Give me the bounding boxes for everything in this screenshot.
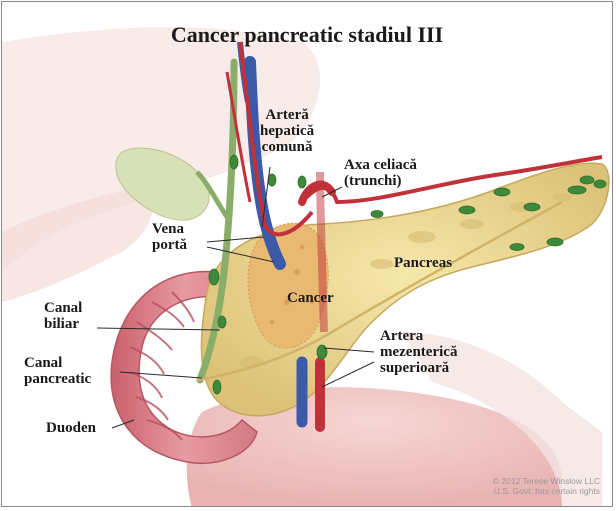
label-axa-celiaca: Axa celiacă (trunchi) xyxy=(344,157,417,189)
copyright-notice: © 2012 Terese Winslow LLC U.S. Govt. has… xyxy=(493,476,600,496)
label-duoden: Duoden xyxy=(46,420,96,436)
label-pancreas: Pancreas xyxy=(394,255,452,271)
diagram-title: Cancer pancreatic stadiul III xyxy=(2,22,612,48)
label-artera-mezenterica: Artera mezenterică superioară xyxy=(380,328,457,376)
label-canal-biliar: Canal biliar xyxy=(44,300,82,332)
label-canal-pancreatic: Canal pancreatic xyxy=(24,355,91,387)
label-cancer: Cancer xyxy=(287,290,334,306)
label-vena-porta: Vena portă xyxy=(152,221,187,253)
label-artera-hepatica: Arteră hepatică comună xyxy=(260,107,314,155)
